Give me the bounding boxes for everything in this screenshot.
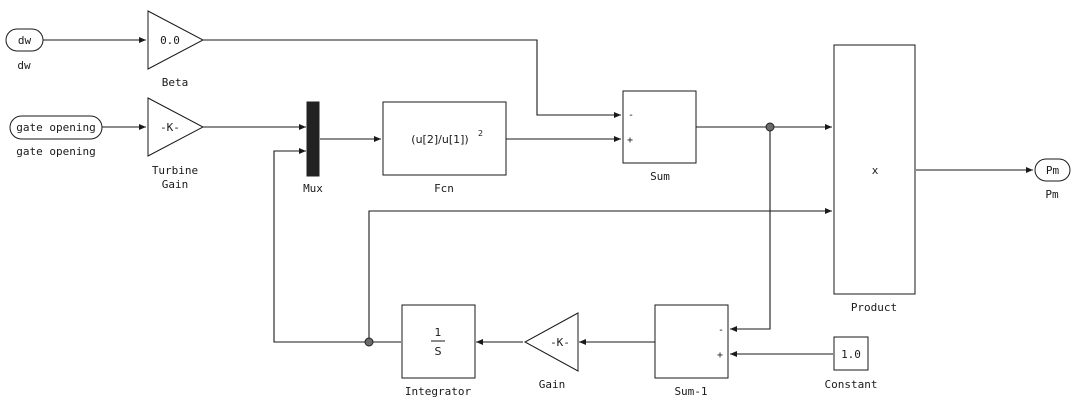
wire-feedback-to-mux[interactable] xyxy=(273,148,369,343)
inport-gate-opening-label: gate opening xyxy=(16,145,95,158)
outport-pm-name: Pm xyxy=(1046,164,1060,177)
beta-gain-block[interactable]: 0.0 Beta xyxy=(147,10,205,89)
constant-block[interactable]: 1.0 Constant xyxy=(825,336,878,391)
product-symbol: x xyxy=(872,164,879,177)
integrator-label: Integrator xyxy=(405,385,472,398)
product-block[interactable]: x Product xyxy=(833,44,916,314)
gain-triangle[interactable] xyxy=(523,312,579,372)
sum-sign-top: - xyxy=(628,110,634,121)
inport-dw-label: dw xyxy=(17,59,31,72)
beta-label: Beta xyxy=(162,76,189,89)
sum1-sign-top: - xyxy=(718,325,724,336)
constant-label: Constant xyxy=(825,378,878,391)
sum-sign-bottom: + xyxy=(627,135,633,146)
sum1-box[interactable] xyxy=(654,304,729,379)
signal-wires xyxy=(43,37,1033,357)
inport-gate-opening-name: gate opening xyxy=(16,121,95,134)
gain-label: Gain xyxy=(539,378,566,391)
mux-label: Mux xyxy=(303,182,323,195)
mux-bar[interactable] xyxy=(306,101,320,177)
outport-pm-label: Pm xyxy=(1045,188,1059,201)
turbine-gain-triangle[interactable] xyxy=(147,97,205,157)
sum-box[interactable] xyxy=(622,90,697,164)
sum-block[interactable]: - + Sum xyxy=(622,90,697,183)
fcn-label: Fcn xyxy=(434,182,454,195)
integrator-numerator: 1 xyxy=(435,326,442,339)
branch-point-sum-out xyxy=(765,122,775,132)
sum1-block[interactable]: - + Sum-1 xyxy=(654,304,729,398)
branch-point-integrator-out xyxy=(364,337,374,347)
fcn-block[interactable]: (u[2]/u[1]) 2 Fcn xyxy=(382,101,507,195)
inport-dw-name: dw xyxy=(18,34,32,47)
wire-branch-to-sum1[interactable] xyxy=(730,127,771,332)
turbine-gain-label-line1: Turbine xyxy=(152,164,198,177)
beta-value: 0.0 xyxy=(160,34,180,47)
inport-gate-opening-shape[interactable] xyxy=(9,115,103,140)
fcn-box[interactable] xyxy=(382,101,507,176)
outport-pm[interactable]: Pm Pm xyxy=(1034,158,1071,201)
product-label: Product xyxy=(851,301,897,314)
beta-gain-triangle[interactable] xyxy=(147,10,205,70)
inport-dw[interactable]: dw dw xyxy=(5,28,44,72)
sum1-label: Sum-1 xyxy=(674,385,707,398)
turbine-gain-label-line2: Gain xyxy=(162,178,189,191)
gain-value: -K- xyxy=(550,336,570,349)
inport-gate-opening[interactable]: gate opening gate opening xyxy=(9,115,103,158)
sum1-sign-bottom: + xyxy=(717,350,723,361)
wire-feedback-to-product[interactable] xyxy=(368,208,832,342)
product-box[interactable] xyxy=(833,44,916,295)
turbine-gain-value: -K- xyxy=(160,121,180,134)
mux-block[interactable]: Mux xyxy=(303,101,323,195)
constant-value: 1.0 xyxy=(841,348,861,361)
sum-label: Sum xyxy=(650,170,670,183)
outport-pm-shape[interactable] xyxy=(1034,158,1071,182)
fcn-expression: (u[2]/u[1]) xyxy=(411,133,468,146)
turbine-gain-block[interactable]: -K- Turbine Gain xyxy=(147,97,205,191)
integrator-denominator: S xyxy=(435,345,442,358)
gain-block[interactable]: -K- Gain xyxy=(523,312,579,391)
integrator-block[interactable]: 1 S Integrator xyxy=(401,304,476,398)
constant-box[interactable] xyxy=(833,336,869,371)
fcn-exponent: 2 xyxy=(478,129,483,138)
wire-beta-to-sum[interactable] xyxy=(203,39,621,118)
inport-dw-shape[interactable] xyxy=(5,28,44,52)
